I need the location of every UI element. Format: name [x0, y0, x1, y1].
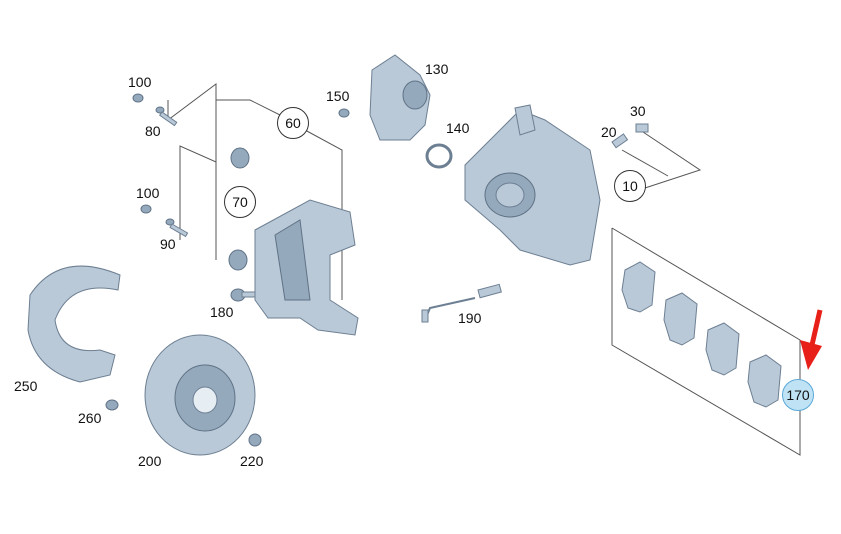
bolt-180: [230, 288, 257, 302]
part-label-80[interactable]: 80: [145, 123, 161, 139]
bleeder-cap: [635, 123, 649, 133]
part-label-100-upper[interactable]: 100: [128, 74, 152, 90]
bleeder-screw: [611, 133, 629, 149]
part-label-250[interactable]: 250: [14, 378, 38, 394]
part-label-220[interactable]: 220: [240, 453, 264, 469]
part-label-200[interactable]: 200: [138, 453, 162, 469]
bolt-260: [105, 399, 119, 411]
brake-pad-3: [705, 322, 740, 376]
part-label-150[interactable]: 150: [326, 88, 350, 104]
part-label-180[interactable]: 180: [210, 304, 234, 320]
part-label-90[interactable]: 90: [160, 236, 176, 252]
brake-disc: [144, 334, 256, 456]
guide-bushing-lower: [228, 249, 248, 271]
bolt-90: [165, 218, 189, 238]
guide-bushing-upper: [230, 147, 250, 169]
bolt-220: [248, 433, 262, 447]
brake-caliper: [464, 104, 601, 266]
part-label-20[interactable]: 20: [601, 124, 617, 140]
bolt-150: [338, 108, 350, 118]
part-label-30[interactable]: 30: [630, 103, 646, 119]
leader-lines-60: [167, 83, 343, 300]
parking-brake-motor: [369, 54, 431, 141]
leader-lines-10: [621, 129, 702, 189]
highlight-arrow: [800, 309, 823, 370]
part-label-260[interactable]: 260: [78, 410, 102, 426]
o-ring: [425, 143, 453, 169]
splash-shield: [27, 265, 121, 383]
callout-60[interactable]: 60: [277, 107, 309, 139]
part-label-140[interactable]: 140: [446, 120, 470, 136]
callout-70[interactable]: 70: [224, 186, 256, 218]
brake-pad-4: [747, 354, 782, 408]
bolt-100-upper: [132, 93, 144, 103]
bolt-100-lower: [140, 204, 152, 214]
part-label-100-lower[interactable]: 100: [136, 185, 160, 201]
brake-pad-2: [663, 292, 698, 346]
caliper-carrier: [254, 199, 359, 336]
part-label-130[interactable]: 130: [425, 61, 449, 77]
callout-10[interactable]: 10: [614, 170, 646, 202]
part-label-190[interactable]: 190: [458, 310, 482, 326]
wear-sensor: [421, 283, 502, 323]
brake-pad-1: [621, 261, 656, 313]
callout-170-highlighted[interactable]: 170: [782, 379, 814, 411]
bolt-80: [155, 106, 178, 127]
